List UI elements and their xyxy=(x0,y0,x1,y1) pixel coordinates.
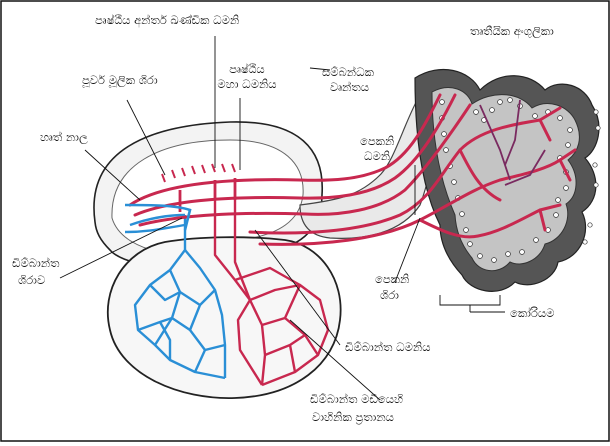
label-umbilical-artery-2: ධමනි xyxy=(364,149,390,163)
label-heart-tube: හෘත් නාල xyxy=(40,130,88,144)
label-yolk-sac-plexus-1: ඩිම්බාන්ත මඩියෙහි xyxy=(310,392,403,406)
label-dorsal-aorta-1: පෘෂ්ඨීය xyxy=(215,62,279,76)
label-vitelline-vein-1: ඩිම්බාන්ත xyxy=(12,256,59,270)
label-chorion: කෝරියම xyxy=(510,306,554,320)
label-dorsal-aorta-2: මහා ධමනිය xyxy=(207,77,287,91)
label-vitelline-vein-2: ශිරාව xyxy=(18,273,45,287)
label-connecting-stalk-2: වෘන්තය xyxy=(330,80,369,94)
label-yolk-sac-plexus-2: වාහිනික ප්‍රතානය xyxy=(312,410,394,424)
label-umbilical-vein-1: පෙකනි xyxy=(375,272,409,286)
label-vitelline-artery: ඩිම්බාන්ත ධමනිය xyxy=(345,340,431,354)
label-umbilical-vein-2: ශිරා xyxy=(380,288,399,302)
label-chorionic-villi: තෘතීයික අංගුලිකා xyxy=(470,24,554,38)
label-anterior-cardinal-vein: පූර්ව මූලික ශිරා xyxy=(82,73,158,87)
label-pericardial-artery: පෘෂ්ඨීය අන්තර් ඛණ්ඩික ධමනි xyxy=(95,13,239,27)
label-connecting-stalk-1: සම්බන්ධක xyxy=(322,65,374,79)
label-umbilical-artery-1: පෙකනි xyxy=(360,134,394,148)
